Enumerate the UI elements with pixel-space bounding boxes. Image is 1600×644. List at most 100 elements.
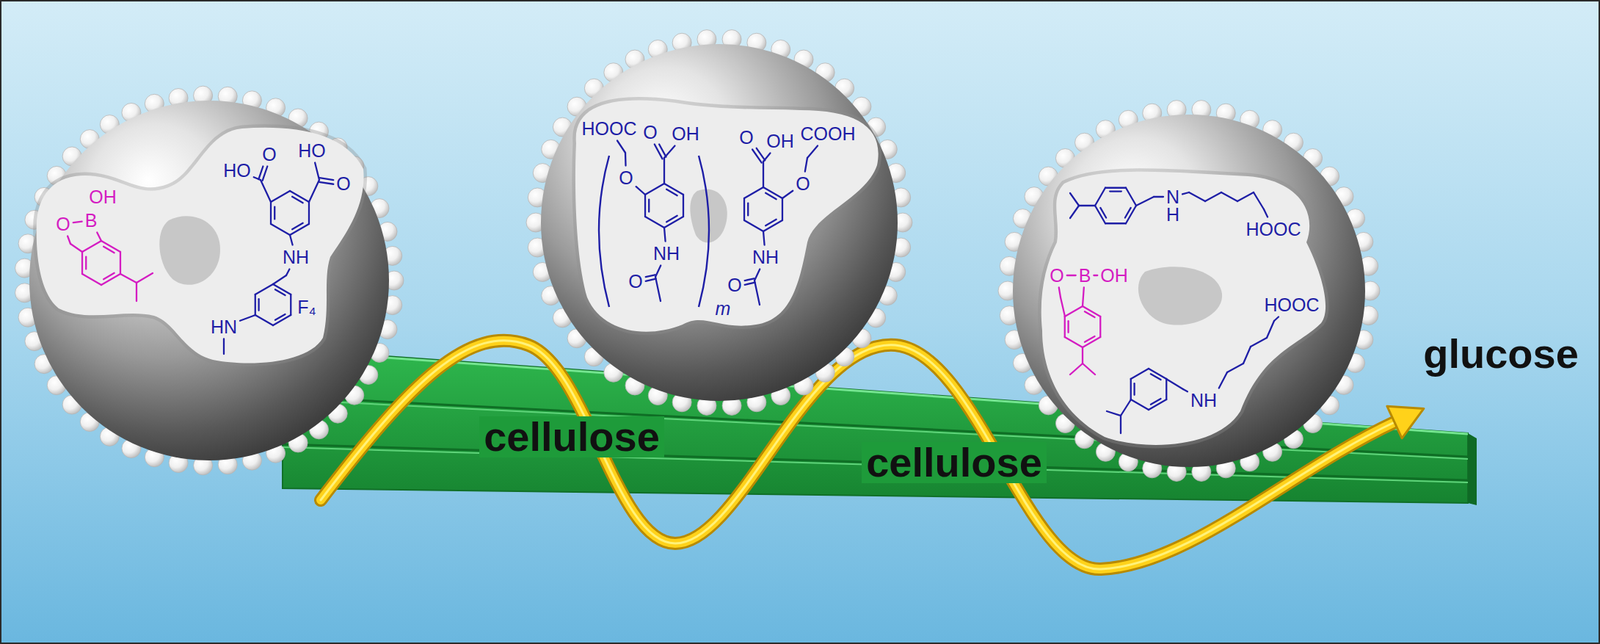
- bond-line: [319, 182, 334, 185]
- bond-line: [262, 166, 268, 181]
- bond-group: [67, 162, 334, 355]
- catalyst-bead: OHOBHOOHOONHF₄HN: [5, 77, 413, 484]
- atom-label: NH: [1190, 391, 1217, 410]
- bond-line: [1205, 192, 1222, 202]
- bond-line: [273, 206, 276, 220]
- bond-line: [1274, 317, 1279, 322]
- atom-label: O: [618, 168, 633, 188]
- bond-line: [744, 282, 756, 285]
- bond-line: [1221, 192, 1238, 202]
- bond-line: [1082, 363, 1096, 375]
- bond-line: [1125, 207, 1132, 218]
- bond-line: [1250, 337, 1267, 347]
- bond-line: [648, 199, 650, 213]
- fiber-label: cellulose: [861, 441, 1047, 483]
- atom-label: O: [55, 215, 70, 234]
- bond-line: [81, 251, 83, 274]
- bond-line: [1243, 346, 1251, 364]
- bond-line: [747, 203, 749, 216]
- bond-line: [67, 236, 71, 245]
- bond-line: [135, 282, 138, 301]
- bond-line: [1131, 368, 1149, 379]
- bond-line: [763, 231, 765, 246]
- atom-label: H: [1166, 205, 1180, 224]
- bond-line: [85, 256, 87, 270]
- bead-body: [1012, 114, 1366, 467]
- fiber-end: [1467, 433, 1477, 505]
- cavity: [36, 127, 365, 364]
- bond-line: [273, 275, 287, 285]
- bond-line: [762, 161, 765, 188]
- atom-label: O: [727, 275, 742, 295]
- bond-line: [782, 190, 793, 199]
- fiber-strand: [282, 350, 1468, 434]
- bond-line: [765, 193, 777, 199]
- cavity-shade: [575, 100, 879, 332]
- bond-line: [1105, 222, 1126, 224]
- bond-line: [1106, 411, 1121, 416]
- bond-line: [275, 314, 286, 320]
- repeat-bracket: [698, 155, 709, 307]
- bond-line: [1070, 363, 1083, 375]
- atom-label: O: [1049, 266, 1064, 285]
- bead-drawing: [989, 91, 1389, 491]
- atom-label: HN: [210, 317, 238, 337]
- atom-label: HO: [223, 161, 252, 180]
- atom-label: HOOC: [1246, 220, 1302, 239]
- cavity-pocket: [159, 215, 221, 285]
- atom-label: O: [336, 174, 351, 194]
- bond-line: [1131, 399, 1149, 410]
- cavity-shade: [1041, 171, 1326, 445]
- bond-line: [1150, 373, 1162, 380]
- bond-line: [308, 201, 310, 224]
- bond-line: [1219, 372, 1228, 389]
- bond-line: [744, 220, 764, 232]
- bond-group: [617, 140, 818, 306]
- atom-label: F₄: [297, 297, 316, 317]
- bond-line: [258, 166, 263, 180]
- bond-line: [292, 223, 304, 229]
- atom-label: O: [739, 128, 754, 147]
- cavity: [575, 100, 879, 332]
- bond-line: [655, 265, 661, 278]
- bond-line: [82, 273, 102, 285]
- atom-label: HO: [297, 141, 326, 160]
- bond-line: [314, 162, 320, 181]
- bond-line: [645, 183, 665, 195]
- bond-line: [1150, 398, 1162, 405]
- bond-line: [655, 276, 661, 301]
- atom-label: OH: [671, 124, 700, 144]
- bond-line: [1165, 378, 1167, 400]
- atom-label: NH: [752, 248, 779, 267]
- bond-line: [1166, 378, 1184, 389]
- bond-line: [754, 280, 760, 305]
- bond-line: [752, 149, 762, 163]
- bond-line: [1266, 320, 1275, 338]
- bond-line: [255, 284, 274, 295]
- bond-line: [1084, 336, 1096, 343]
- bond-line: [1067, 320, 1069, 333]
- bond-line: [624, 152, 627, 166]
- bond-line: [1120, 399, 1132, 416]
- bond-line: [1070, 205, 1079, 218]
- bond-line: [270, 190, 290, 202]
- bond-line: [82, 240, 102, 252]
- bond-line: [765, 219, 777, 226]
- atom-label: O: [642, 123, 657, 142]
- bond-line: [754, 269, 760, 282]
- bond-line: [743, 198, 745, 221]
- bond-line: [260, 179, 271, 202]
- bond-line: [617, 140, 626, 154]
- atom-label: O: [262, 145, 276, 164]
- bond-line: [292, 196, 304, 203]
- bond-line: [270, 223, 290, 235]
- bond-line: [1064, 336, 1083, 348]
- bond-line: [1081, 347, 1084, 364]
- bond-line: [1153, 195, 1164, 198]
- repeat-bracket: [598, 155, 610, 307]
- bond-line: [270, 201, 272, 224]
- bond-line: [1183, 388, 1188, 392]
- bond-line: [286, 269, 290, 276]
- bond-line: [645, 274, 656, 277]
- bond-line: [1130, 378, 1132, 400]
